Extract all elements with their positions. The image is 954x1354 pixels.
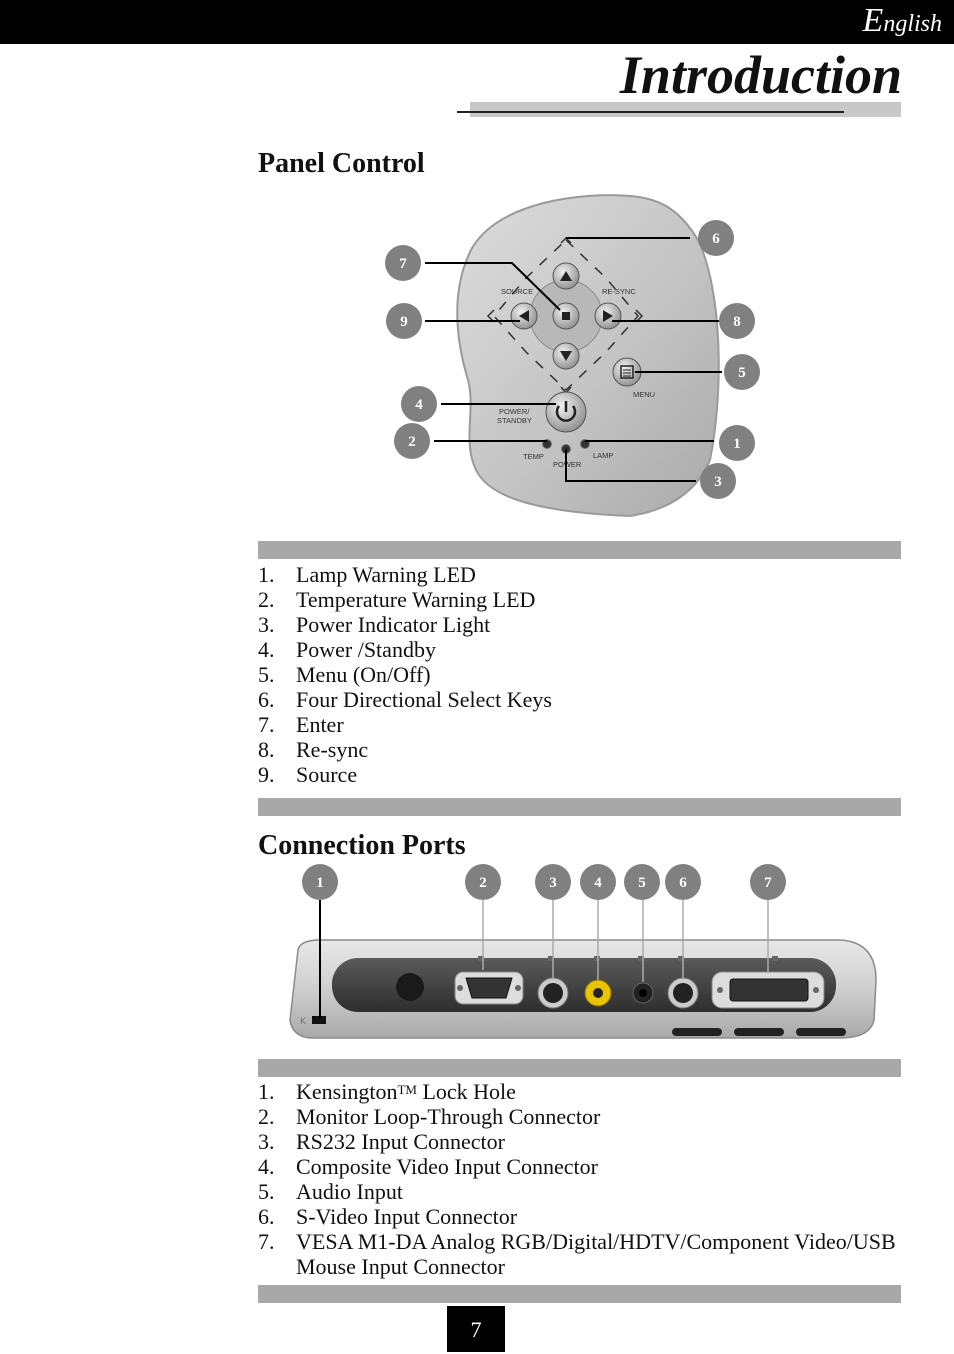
- page-number: 7: [447, 1306, 505, 1352]
- svg-text:1: 1: [733, 436, 741, 452]
- foot-hole: [396, 973, 424, 1001]
- rs232-port: [537, 977, 569, 1009]
- callout-3: 3: [700, 463, 736, 499]
- svg-text:6: 6: [712, 231, 720, 247]
- svg-text:7: 7: [399, 256, 407, 272]
- temp-label: TEMP: [523, 452, 544, 461]
- callout-7: 7: [750, 864, 786, 900]
- callout-9: 9: [386, 303, 422, 339]
- resync-label: RE-SYNC: [602, 287, 636, 296]
- section-divider: [258, 1059, 901, 1077]
- svideo-port: [667, 977, 699, 1009]
- callout-7: 7: [385, 245, 421, 281]
- power-standby-label-2: STANDBY: [497, 416, 532, 425]
- svg-text:2: 2: [408, 434, 416, 450]
- leader-3: [565, 449, 696, 482]
- callout-6: 6: [698, 220, 734, 256]
- m1da-port: [711, 971, 825, 1009]
- connection-ports-diagram: K 1 2 3 4 5 6 7: [289, 864, 877, 1039]
- callout-3: 3: [535, 864, 571, 900]
- composite-video-port: [584, 979, 612, 1007]
- vent: [672, 1028, 722, 1036]
- svg-text:9: 9: [400, 314, 408, 330]
- monitor-port: [454, 971, 524, 1005]
- page-title: Introduction: [619, 45, 902, 105]
- power-standby-label-1: POWER/: [499, 407, 530, 416]
- svg-text:2: 2: [479, 875, 487, 891]
- svg-text:6: 6: [679, 875, 687, 891]
- menu-button[interactable]: [612, 357, 642, 387]
- section-divider: [258, 798, 901, 816]
- left-key[interactable]: [510, 302, 538, 330]
- source-label: SOURCE: [501, 287, 533, 296]
- callout-2: 2: [465, 864, 501, 900]
- svg-text:1: 1: [316, 875, 324, 891]
- svg-text:5: 5: [738, 365, 746, 381]
- svg-text:4: 4: [594, 875, 602, 891]
- vent: [734, 1028, 784, 1036]
- right-key[interactable]: [594, 302, 622, 330]
- callout-4: 4: [401, 386, 437, 422]
- menu-label: MENU: [633, 390, 655, 399]
- callout-4: 4: [580, 864, 616, 900]
- audio-port: [632, 982, 654, 1004]
- svg-text:4: 4: [415, 397, 423, 413]
- callout-5: 5: [624, 864, 660, 900]
- direction-outline: [493, 238, 639, 392]
- svg-text:3: 3: [714, 474, 722, 490]
- panel-body: [456, 194, 720, 518]
- language-label: English: [862, 2, 942, 39]
- panel-control-heading: Panel Control: [258, 148, 425, 179]
- title-underline: [470, 102, 901, 117]
- callout-6: 6: [665, 864, 701, 900]
- kensington-slot: [312, 1016, 326, 1024]
- section-divider: [258, 1285, 901, 1303]
- svg-text:5: 5: [638, 875, 646, 891]
- svg-text:K: K: [300, 1017, 307, 1027]
- down-key[interactable]: [552, 342, 580, 370]
- title-rule: [457, 111, 844, 113]
- lamp-label: LAMP: [593, 451, 613, 460]
- callout-1: 1: [302, 864, 338, 900]
- vent: [796, 1028, 846, 1036]
- callout-8: 8: [719, 303, 755, 339]
- callout-1: 1: [719, 425, 755, 461]
- leader-7: [425, 262, 561, 311]
- header-bar: English: [0, 0, 954, 44]
- callout-5: 5: [724, 354, 760, 390]
- callout-2: 2: [394, 423, 430, 459]
- svg-text:7: 7: [764, 875, 772, 891]
- panel-control-diagram: SOURCE RE-SYNC MENU POWER/ STANDBY TEMP …: [385, 194, 760, 518]
- svg-text:3: 3: [549, 875, 557, 891]
- power-label: POWER: [553, 460, 582, 469]
- power-button[interactable]: [545, 391, 587, 433]
- svg-text:8: 8: [733, 314, 741, 330]
- connection-ports-heading: Connection Ports: [258, 830, 466, 861]
- section-divider: [258, 541, 901, 559]
- up-key[interactable]: [552, 262, 580, 290]
